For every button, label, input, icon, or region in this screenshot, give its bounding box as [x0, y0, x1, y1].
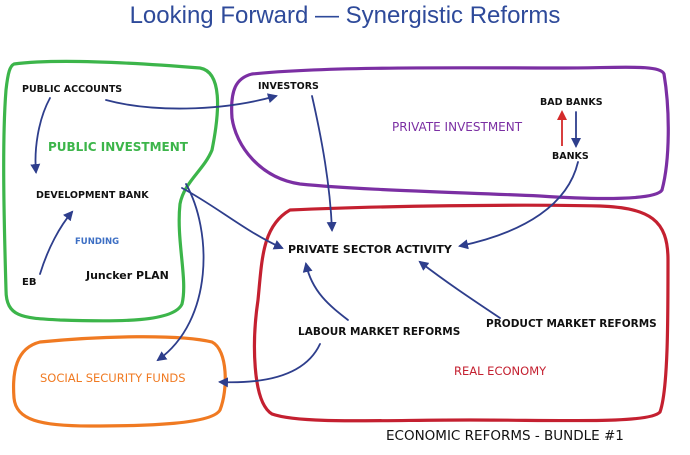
public-investment-label: PUBLIC INVESTMENT [48, 140, 188, 154]
public-accounts-label: PUBLIC ACCOUNTS [22, 84, 123, 95]
private-investment-region [230, 65, 670, 201]
social-security-funds-label: SOCIAL SECURITY FUNDS [40, 371, 186, 385]
social-security-region [11, 335, 227, 428]
arrow-public-accounts-to-development-bank [30, 97, 51, 174]
public-investment-region [2, 59, 220, 323]
page-title: Looking Forward — Synergistic Reforms [129, 2, 561, 29]
arrow-labour-to-private-sector-activity [302, 262, 349, 321]
labour-market-reforms-label: LABOUR MARKET REFORMS [298, 326, 461, 338]
product-market-reforms-label: PRODUCT MARKET REFORMS [486, 318, 657, 330]
arrow-public-to-private-sector-activity [181, 187, 284, 250]
bad-banks-label: BAD BANKS [540, 97, 603, 108]
eb-label: EB [22, 277, 37, 288]
footer-label: ECONOMIC REFORMS - BUNDLE #1 [386, 428, 624, 444]
arrow-labour-to-social-security-funds [218, 343, 321, 388]
arrow-public-to-social-security-funds [156, 183, 205, 362]
real-economy-region [252, 203, 670, 423]
development-bank-label: DEVELOPMENT BANK [36, 190, 149, 201]
arrow-public-accounts-to-investors [105, 93, 278, 110]
juncker-plan-label: Juncker PLAN [86, 269, 169, 282]
real-economy-label: REAL ECONOMY [454, 364, 547, 378]
banks-label: BANKS [552, 151, 589, 162]
arrow-product-to-private-sector-activity [418, 260, 501, 319]
private-sector-activity-label: PRIVATE SECTOR ACTIVITY [288, 243, 452, 256]
arrow-banks-to-private-sector-activity [458, 161, 579, 250]
private-investment-label: PRIVATE INVESTMENT [392, 120, 523, 134]
arrow-eb-to-development-bank [39, 210, 74, 275]
funding-label: FUNDING [75, 237, 120, 247]
arrow-investors-to-private-sector-activity [311, 95, 337, 232]
investors-label: INVESTORS [258, 81, 319, 92]
